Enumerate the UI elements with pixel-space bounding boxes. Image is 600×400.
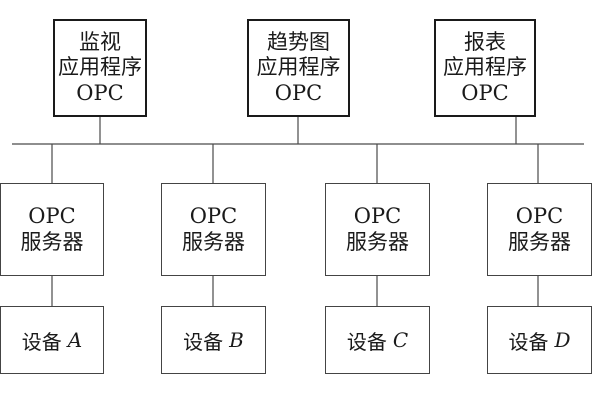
client-box-monitor: 监视 应用程序 OPC (53, 19, 147, 117)
client-label: 监视 (79, 30, 121, 55)
device-label: 设备 (508, 329, 549, 354)
device-label: 设备 (183, 329, 224, 354)
device-box-b: 设备 B (161, 306, 266, 374)
client-label: 应用程序 (256, 55, 341, 80)
server-box-3: OPC 服务器 (325, 183, 430, 276)
client-label: 应用程序 (443, 55, 527, 80)
client-label: 趋势图 (267, 30, 330, 55)
client-label: 报表 (464, 30, 506, 55)
device-label: 设备 (21, 329, 62, 354)
client-label: OPC (76, 80, 124, 105)
client-box-report: 报表 应用程序 OPC (434, 19, 536, 117)
server-label: 服务器 (346, 229, 409, 254)
server-label: 服务器 (20, 229, 84, 254)
device-box-d: 设备 D (487, 306, 592, 374)
server-label: 服务器 (182, 229, 245, 254)
server-box-1: OPC 服务器 (0, 183, 104, 276)
device-label: 设备 (346, 329, 387, 354)
client-label: 应用程序 (58, 55, 142, 80)
server-box-4: OPC 服务器 (487, 183, 592, 276)
device-letter: B (229, 328, 244, 352)
client-label: OPC (274, 80, 323, 105)
server-box-2: OPC 服务器 (161, 183, 266, 276)
device-letter: C (392, 328, 409, 352)
server-label: OPC (28, 204, 76, 229)
client-box-trend: 趋势图 应用程序 OPC (247, 19, 350, 117)
server-label: OPC (189, 204, 238, 229)
server-label: OPC (353, 204, 402, 229)
device-letter: A (67, 328, 83, 352)
device-box-c: 设备 C (325, 306, 430, 374)
server-label: 服务器 (508, 229, 571, 254)
device-box-a: 设备 A (0, 306, 104, 374)
device-letter: D (554, 328, 571, 352)
server-label: OPC (515, 204, 564, 229)
client-label: OPC (461, 80, 509, 105)
